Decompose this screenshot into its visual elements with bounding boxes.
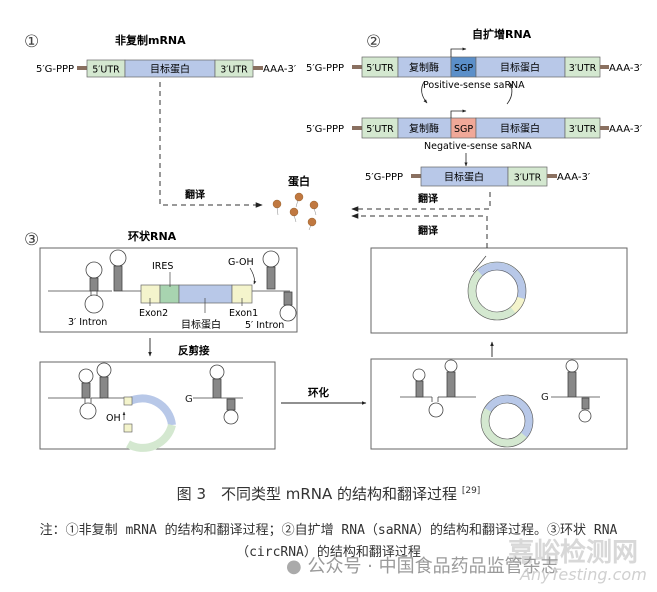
intron5-label: 5′ Intron: [245, 320, 284, 331]
panel-1-title: 非复制mRNA: [115, 33, 186, 47]
panel-3-circular-rna: ③ 环状RNA IRES G-OH Exon2: [24, 213, 628, 452]
neg-promoter-arrow: [450, 109, 467, 118]
panel-3-title: 环状RNA: [128, 229, 177, 243]
replication-arrow-down: [421, 81, 428, 104]
sub-utr3-label: 3′UTR: [514, 173, 542, 184]
translate-label-1: 翻译: [185, 188, 206, 201]
caption-text: 图 3 不同类型 mRNA 的结构和翻译过程: [176, 485, 458, 503]
exon2-segment: [140, 284, 161, 304]
neg-replicase-label: 复制酶: [409, 122, 439, 135]
watermark-account-text: 公众号 · 中国食品药品监管杂志: [307, 556, 559, 577]
note-line-2: （circRNA）的结构和翻译过程: [236, 545, 421, 560]
mrna-diagram: ① 非复制mRNA 5′G-PPP 5′UTR 目标蛋白 3′UTR AAA-3…: [24, 27, 643, 452]
exon1-label: Exon1: [229, 308, 258, 319]
translate-arrow-2: [351, 192, 491, 212]
panel-2-number: ②: [366, 32, 381, 52]
sub-five-prime-label: 5′G-PPP: [365, 172, 403, 183]
wechat-icon: ●: [286, 556, 302, 577]
cap-linker: [77, 66, 87, 70]
pos-polya-linker: [600, 65, 609, 69]
ires-label: IRES: [152, 261, 173, 272]
panel-3-number: ③: [24, 230, 39, 250]
sub-cap-linker: [411, 174, 421, 178]
linear-exon-blue: [126, 394, 176, 426]
backsplicing-introns: G: [48, 362, 243, 425]
watermark-site-cn: 嘉峪检测网: [508, 538, 639, 568]
pos-sgp-label: SGP: [454, 63, 473, 74]
ires-leader-top: [472, 255, 487, 273]
caption-reference: [29]: [461, 486, 481, 496]
protein-label: 蛋白: [288, 174, 310, 188]
utr5-label: 5′UTR: [92, 65, 120, 76]
panel-1-non-replicating-mrna: ① 非复制mRNA 5′G-PPP 5′UTR 目标蛋白 3′UTR AAA-3…: [24, 32, 297, 208]
pos-target-label: 目标蛋白: [500, 61, 540, 74]
protein-cluster: 蛋白: [272, 174, 319, 231]
sub-polya-linker: [547, 174, 557, 178]
pos-promoter-arrow: [450, 47, 467, 57]
neg-polya-linker: [600, 126, 609, 130]
utr3-label: 3′UTR: [220, 65, 248, 76]
negative-sense-label: Negative-sense saRNA: [424, 141, 532, 152]
neg-utr3-label: 3′UTR: [569, 124, 597, 135]
neg-sgp-label: SGP: [454, 124, 473, 135]
pos-polya-label: AAA-3′: [609, 63, 643, 74]
excised-introns: G: [400, 359, 600, 423]
circrna-ring-top: [467, 255, 527, 321]
neg-five-prime-label: 5′G-PPP: [306, 124, 344, 135]
translate-arrow-3: [351, 213, 488, 248]
watermark-account: ● 公众号 · 中国食品药品监管杂志: [286, 552, 559, 578]
ires-segment: [159, 284, 180, 304]
panel-2-title: 自扩增RNA: [472, 27, 532, 41]
target-protein-segment-circ: [178, 284, 233, 304]
panel-1-number: ①: [24, 32, 39, 52]
neg-polya-label: AAA-3′: [609, 124, 643, 135]
protein-icon: [272, 192, 319, 231]
sub-polya-label: AAA-3′: [557, 172, 591, 183]
pos-replicase-label: 复制酶: [409, 61, 439, 74]
oh-label: OH: [106, 413, 121, 424]
replication-arrow-up: [506, 82, 513, 105]
target-protein-label-circ: 目标蛋白: [181, 318, 221, 331]
neg-utr5-label: 5′UTR: [366, 124, 394, 135]
pos-five-prime-label: 5′G-PPP: [306, 63, 344, 74]
backsplice-label: 反剪接: [178, 344, 210, 357]
g-oh-label: G-OH: [228, 257, 254, 268]
figure-caption: 图 3 不同类型 mRNA 的结构和翻译过程 [29]: [0, 483, 657, 504]
sub-target-label: 目标蛋白: [444, 171, 484, 184]
pos-cap-linker: [352, 65, 362, 69]
precursor-introns: [48, 249, 297, 322]
pos-utr5-label: 5′UTR: [366, 63, 394, 74]
target-protein-label: 目标蛋白: [150, 63, 190, 76]
translate-label-2: 翻译: [418, 192, 439, 205]
g-oh-arrow: [249, 267, 257, 285]
figure-note: 注：①非复制 mRNA 的结构和翻译过程；②自扩增 RNA（saRNA）的结构和…: [6, 520, 651, 564]
positive-sense-label: Positive-sense saRNA: [423, 80, 525, 91]
circularize-label: 环化: [308, 386, 329, 399]
g-label-2: G: [541, 392, 549, 403]
polya-linker: [253, 66, 263, 70]
five-prime-cap-label: 5′G-PPP: [36, 64, 74, 75]
translate-label-3: 翻译: [418, 224, 439, 237]
note-line-1: 注：①非复制 mRNA 的结构和翻译过程；②自扩增 RNA（saRNA）的结构和…: [39, 523, 618, 538]
neg-cap-linker: [352, 126, 362, 130]
polya-tail-label: AAA-3′: [263, 64, 297, 75]
pos-utr3-label: 3′UTR: [569, 63, 597, 74]
circrna-box: [370, 247, 628, 334]
translate-arrow-1: [159, 82, 263, 208]
neg-target-label: 目标蛋白: [500, 122, 540, 135]
linear-exon-green: [126, 423, 176, 452]
intron3-label: 3′ Intron: [68, 317, 107, 328]
circrna-ring-bottom: [480, 394, 534, 448]
watermark-site-en: AnyTesting.com: [520, 565, 647, 584]
g-label: G: [185, 394, 193, 405]
exon2-label: Exon2: [139, 308, 168, 319]
panel-2-self-amplifying-rna: ② 自扩增RNA 5′G-PPP 5′UTR 复制酶 SGP 目标蛋白 3′UT…: [306, 27, 643, 212]
